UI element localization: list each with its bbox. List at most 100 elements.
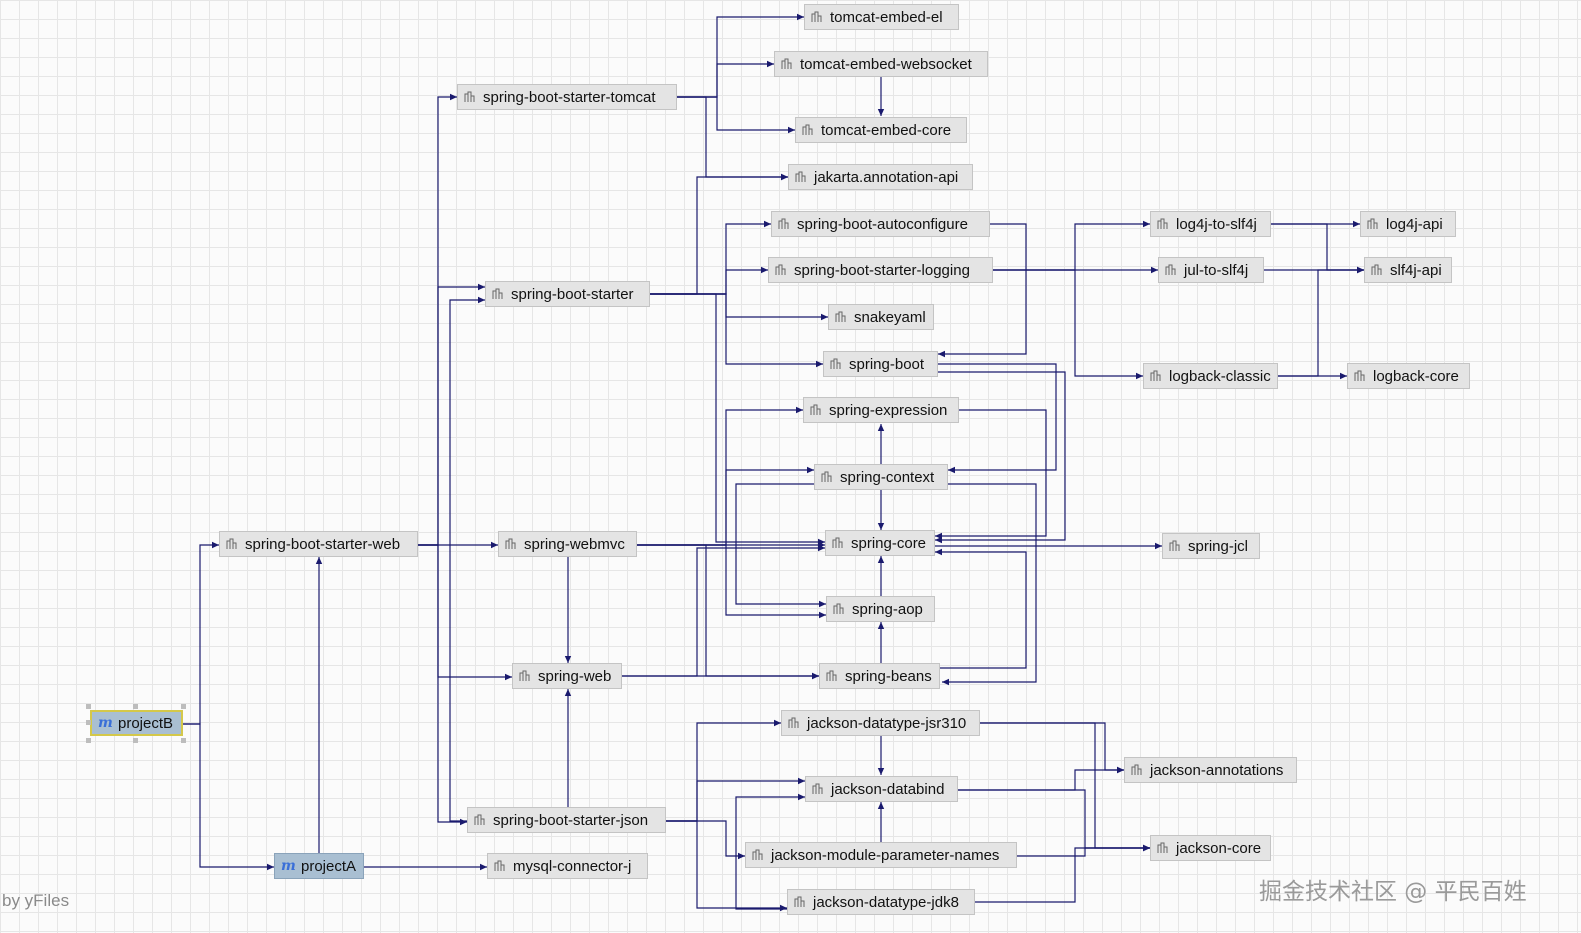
node-slf4j-api[interactable]: slf4j-api	[1364, 257, 1452, 283]
node-label: projectA	[301, 857, 357, 875]
maven-module-icon: m	[98, 715, 113, 731]
library-icon	[492, 288, 503, 299]
edge	[666, 820, 745, 860]
library-icon	[474, 814, 485, 825]
node-spring-aop[interactable]: spring-aop	[826, 596, 935, 622]
node-spring-jcl[interactable]: spring-jcl	[1162, 533, 1260, 559]
selection-handle[interactable]	[133, 738, 138, 743]
edge	[935, 371, 1066, 544]
node-spring-boot-starter-tomcat[interactable]: spring-boot-starter-tomcat	[457, 84, 677, 110]
library-icon	[505, 538, 516, 549]
edge	[1017, 844, 1150, 857]
node-logback-classic[interactable]: logback-classic	[1143, 363, 1278, 389]
library-icon	[1169, 540, 1180, 551]
selection-handle[interactable]	[133, 704, 138, 709]
node-tomcat-embed-core[interactable]: tomcat-embed-core	[795, 117, 967, 143]
edge	[418, 544, 512, 681]
node-label: spring-beans	[845, 667, 932, 685]
node-snakeyaml[interactable]: snakeyaml	[828, 304, 934, 330]
selection-handle[interactable]	[86, 720, 91, 725]
node-spring-core[interactable]: spring-core	[825, 530, 935, 556]
edge	[650, 293, 828, 321]
yfiles-watermark: by yFiles	[2, 891, 70, 910]
node-jackson-annotations[interactable]: jackson-annotations	[1124, 757, 1297, 783]
library-icon	[1367, 218, 1378, 229]
edge	[677, 96, 788, 181]
library-icon	[226, 538, 237, 549]
node-tomcat-embed-el[interactable]: tomcat-embed-el	[804, 4, 959, 30]
edge	[980, 722, 1124, 774]
library-icon	[833, 603, 844, 614]
node-spring-boot-starter[interactable]: spring-boot-starter	[485, 281, 650, 307]
node-label: spring-boot	[849, 355, 925, 373]
node-spring-web[interactable]: spring-web	[512, 663, 622, 689]
node-label: jackson-module-parameter-names	[771, 846, 1000, 864]
library-icon	[464, 91, 475, 102]
node-spring-boot-starter-json[interactable]: spring-boot-starter-json	[467, 807, 666, 833]
edge	[677, 96, 795, 134]
node-label: snakeyaml	[854, 308, 926, 326]
node-log4j-api[interactable]: log4j-api	[1360, 211, 1456, 237]
node-jackson-module-parameter-names[interactable]: jackson-module-parameter-names	[745, 842, 1017, 868]
node-tomcat-embed-websocket[interactable]: tomcat-embed-websocket	[774, 51, 988, 77]
library-icon	[1165, 264, 1176, 275]
selection-handle[interactable]	[181, 738, 186, 743]
node-jul-to-slf4j[interactable]: jul-to-slf4j	[1158, 257, 1264, 283]
node-spring-boot-starter-logging[interactable]: spring-boot-starter-logging	[768, 257, 993, 283]
library-icon	[788, 717, 799, 728]
node-projectB[interactable]: m projectB	[90, 710, 183, 736]
node-spring-webmvc[interactable]: spring-webmvc	[498, 531, 637, 557]
node-spring-boot-autoconfigure[interactable]: spring-boot-autoconfigure	[771, 211, 990, 237]
library-icon	[830, 358, 841, 369]
library-icon	[832, 537, 843, 548]
node-spring-context[interactable]: spring-context	[814, 464, 948, 490]
node-label: log4j-to-slf4j	[1176, 215, 1257, 233]
edge	[650, 293, 825, 546]
node-jackson-core[interactable]: jackson-core	[1150, 835, 1271, 861]
edge	[637, 466, 814, 546]
node-mysql-connector-j[interactable]: mysql-connector-j	[487, 853, 648, 879]
edge	[1278, 266, 1364, 377]
maven-module-icon: m	[281, 858, 296, 874]
edge	[637, 544, 819, 680]
node-label: tomcat-embed-core	[821, 121, 952, 139]
node-label: jul-to-slf4j	[1184, 261, 1249, 279]
node-label: jackson-annotations	[1150, 761, 1284, 779]
node-label: spring-boot-autoconfigure	[797, 215, 968, 233]
node-jackson-datatype-jsr310[interactable]: jackson-datatype-jsr310	[781, 710, 980, 736]
selection-handle[interactable]	[181, 704, 186, 709]
library-icon	[1157, 842, 1168, 853]
node-label: jackson-datatype-jsr310	[807, 714, 967, 732]
library-icon	[781, 58, 792, 69]
library-icon	[1150, 370, 1161, 381]
edge	[735, 483, 826, 608]
node-jackson-datatype-jdk8[interactable]: jackson-datatype-jdk8	[787, 889, 975, 915]
node-logback-core[interactable]: logback-core	[1347, 363, 1470, 389]
node-label: spring-boot-starter-tomcat	[483, 88, 656, 106]
edge	[637, 406, 803, 546]
node-label: logback-classic	[1169, 367, 1271, 385]
library-icon	[811, 11, 822, 22]
node-spring-boot[interactable]: spring-boot	[823, 351, 938, 377]
selection-handle[interactable]	[86, 738, 91, 743]
node-label: tomcat-embed-websocket	[800, 55, 972, 73]
node-label: spring-expression	[829, 401, 948, 419]
node-spring-expression[interactable]: spring-expression	[803, 397, 959, 423]
edge	[418, 283, 485, 546]
edge	[993, 269, 1143, 380]
edge	[183, 723, 274, 871]
node-spring-beans[interactable]: spring-beans	[819, 663, 940, 689]
selection-handle[interactable]	[86, 704, 91, 709]
library-icon	[802, 124, 813, 135]
node-label: spring-core	[851, 534, 927, 552]
node-label: spring-context	[840, 468, 935, 486]
edge	[935, 548, 1027, 669]
node-projectA[interactable]: m projectA	[274, 853, 364, 879]
node-jakarta-annotation-api[interactable]: jakarta.annotation-api	[788, 164, 973, 190]
node-label: logback-core	[1373, 367, 1459, 385]
node-log4j-to-slf4j[interactable]: log4j-to-slf4j	[1150, 211, 1271, 237]
node-jackson-databind[interactable]: jackson-databind	[805, 776, 958, 802]
library-icon	[826, 670, 837, 681]
node-spring-boot-starter-web[interactable]: spring-boot-starter-web	[219, 531, 418, 557]
library-icon	[752, 849, 763, 860]
